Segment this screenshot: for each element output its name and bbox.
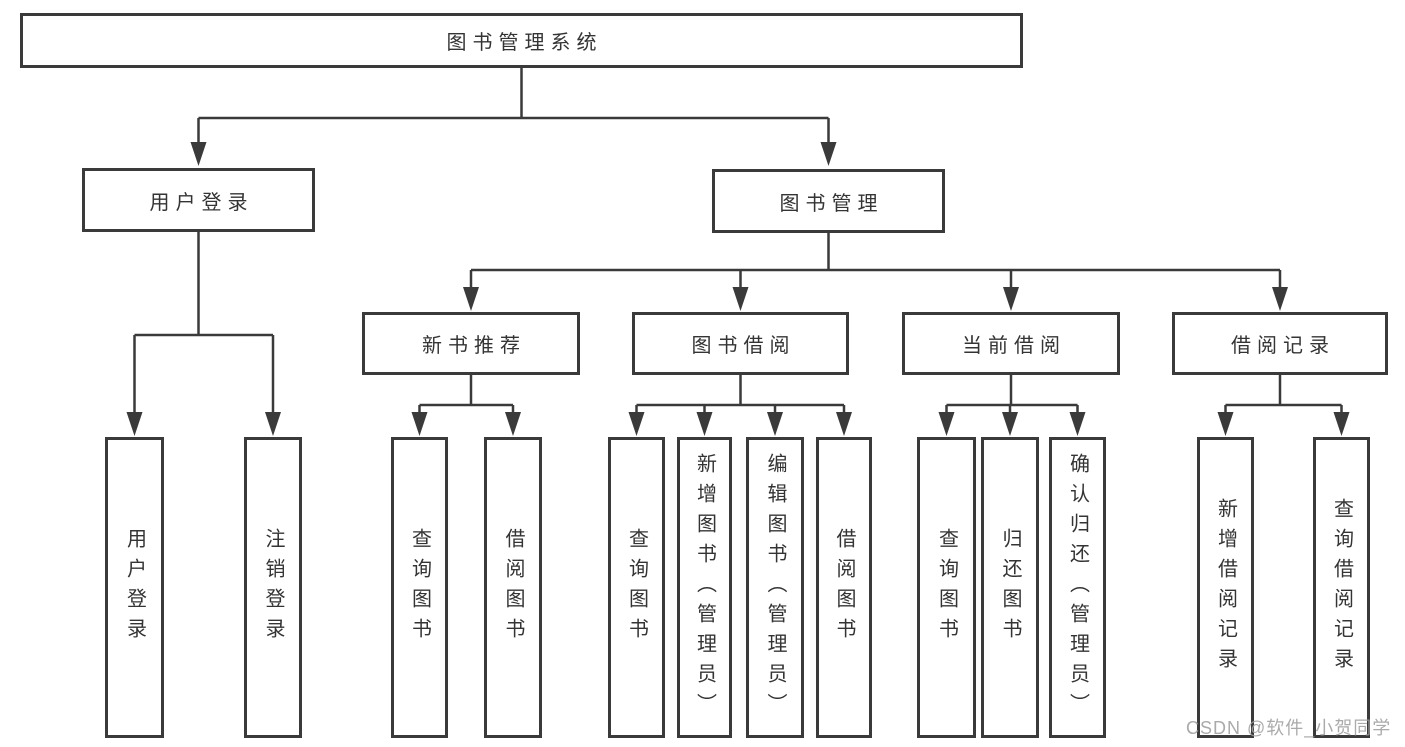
- node-new-book-recommend: 新书推荐: [362, 312, 580, 375]
- connector-borrow-records-to-leaves: [1224, 375, 1343, 415]
- connector-current-borrow-to-leaves: [945, 375, 1079, 415]
- leaf-add-books-admin: 新增图书（管理员）: [677, 437, 732, 738]
- connector-book-borrow-to-leaves: [635, 375, 846, 415]
- leaf-query-books: 查询图书: [391, 437, 448, 738]
- csdn-watermark: CSDN @软件_小贺同学: [1186, 718, 1392, 738]
- leaf-borrow-books: 借阅图书: [484, 437, 542, 738]
- leaf-borrow-books: 借阅图书: [816, 437, 872, 738]
- connector-root-to-level2: [197, 68, 830, 146]
- leaf-confirm-return-admin: 确认归还（管理员）: [1049, 437, 1106, 738]
- connector-book-management-to-level3: [469, 233, 1282, 290]
- leaf-query-books: 查询图书: [917, 437, 976, 738]
- node-library-system: 图书管理系统: [20, 13, 1023, 68]
- connector-user-login-to-leaves: [133, 232, 275, 415]
- leaf-add-borrow-record: 新增借阅记录: [1197, 437, 1254, 738]
- leaf-return-books: 归还图书: [981, 437, 1039, 738]
- node-book-borrow: 图书借阅: [632, 312, 849, 375]
- node-user-login: 用户登录: [82, 168, 315, 232]
- node-book-management: 图书管理: [712, 169, 945, 233]
- connector-new-book-recommend-to-leaves: [418, 375, 515, 415]
- leaf-logout: 注销登录: [244, 437, 302, 738]
- leaf-user-login: 用户登录: [105, 437, 164, 738]
- leaf-edit-books-admin: 编辑图书（管理员）: [746, 437, 804, 738]
- leaf-query-borrow-record: 查询借阅记录: [1313, 437, 1370, 738]
- leaf-query-books: 查询图书: [608, 437, 665, 738]
- node-current-borrow: 当前借阅: [902, 312, 1120, 375]
- node-borrow-records: 借阅记录: [1172, 312, 1388, 375]
- arrowheads: [126, 142, 1350, 436]
